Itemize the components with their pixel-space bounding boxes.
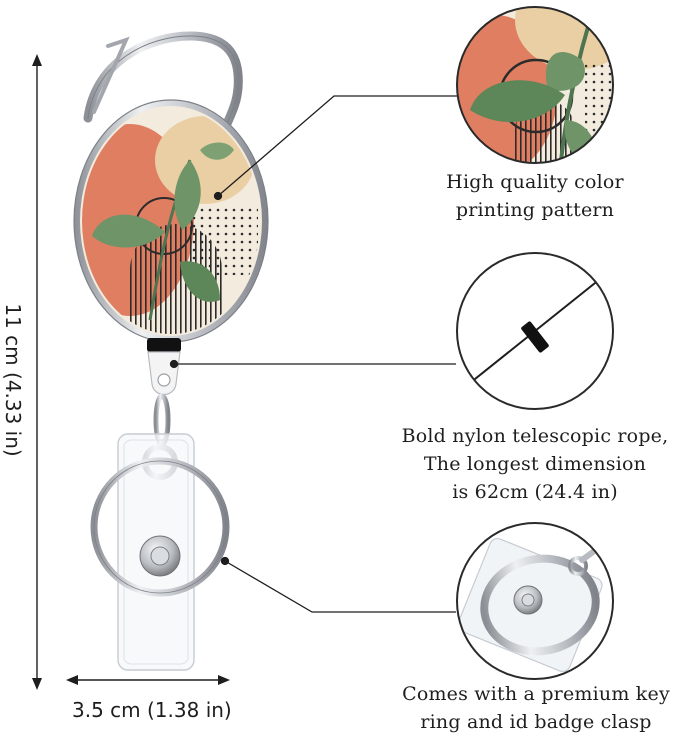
caption-line: printing pattern: [455, 199, 615, 221]
caption-nylon-rope: Bold nylon telescopic rope, The longest …: [395, 422, 675, 506]
snap-button: [139, 535, 181, 577]
split-key-ring: [90, 457, 230, 597]
carabiner-clip: [83, 31, 243, 131]
height-dimension-label: 11 cm (4.33 in): [1, 303, 25, 457]
height-dimension-arrow: [32, 54, 42, 690]
caption-line: The longest dimension: [423, 453, 647, 475]
caption-line: Bold nylon telescopic rope,: [401, 425, 669, 447]
detail-circle-pattern: [456, 6, 614, 164]
detail-circle-rope: [456, 252, 614, 410]
caption-line: Comes with a premium key: [402, 683, 670, 705]
detail-circle-keyring: [456, 522, 614, 680]
caption-line: ring and id badge clasp: [420, 711, 652, 733]
caption-printing-pattern: High quality color printing pattern: [425, 168, 645, 224]
callout-lines: [169, 95, 458, 613]
caption-line: is 62cm (24.4 in): [452, 481, 618, 503]
width-dimension-arrow: [66, 675, 230, 685]
caption-key-ring: Comes with a premium key ring and id bad…: [393, 680, 679, 736]
badge-reel-body: [73, 99, 269, 343]
width-dimension-label: 3.5 cm (1.38 in): [72, 698, 232, 722]
caption-line: High quality color: [446, 171, 624, 193]
